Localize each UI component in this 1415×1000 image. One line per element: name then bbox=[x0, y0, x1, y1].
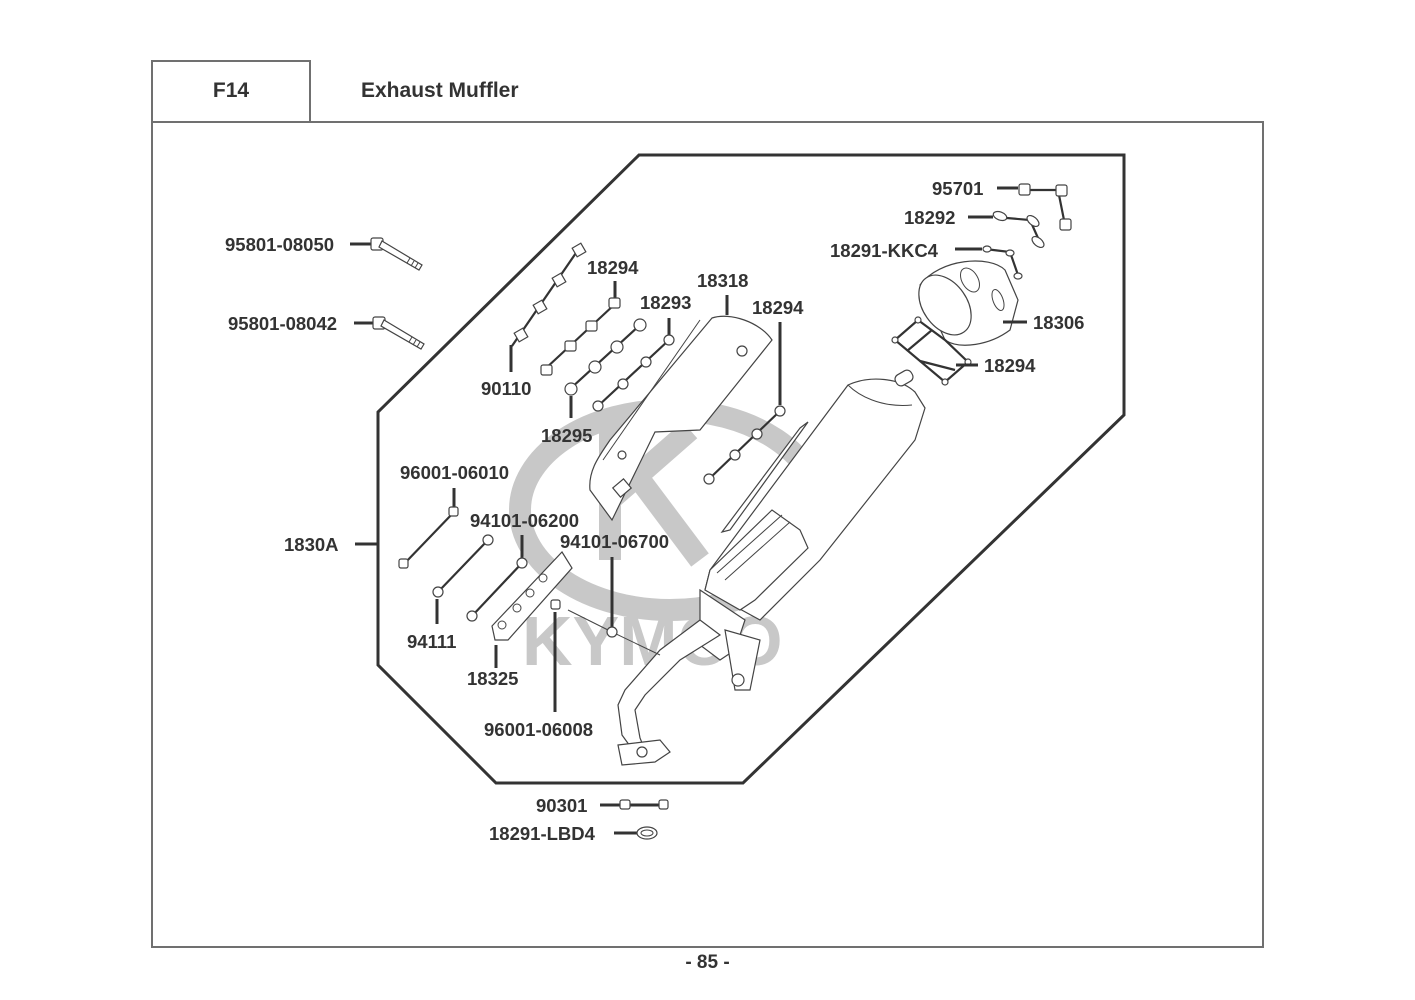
washer-icon bbox=[432, 534, 494, 598]
bolt-icon bbox=[550, 599, 561, 610]
part-label: 18293 bbox=[640, 292, 691, 313]
part-label: 18294 bbox=[752, 297, 804, 318]
part-label: 18292 bbox=[904, 207, 955, 228]
callout-90110[interactable]: 90110 bbox=[481, 242, 587, 399]
heat-guard-bracket-icon bbox=[491, 551, 573, 641]
part-label: 18295 bbox=[541, 425, 592, 446]
bolt-icon bbox=[1018, 183, 1072, 231]
stud-icon bbox=[513, 242, 587, 343]
chain-line bbox=[471, 562, 523, 617]
part-label: 18325 bbox=[467, 668, 518, 689]
section-code: F14 bbox=[212, 79, 250, 102]
chain-line bbox=[437, 539, 489, 593]
section-code-box bbox=[151, 60, 311, 123]
chain-line bbox=[403, 511, 455, 565]
callout-95801-08050[interactable]: 95801-08050 bbox=[225, 234, 423, 271]
exhaust-pipe-icon bbox=[617, 619, 722, 766]
heat-shield-icon bbox=[589, 315, 773, 522]
flange-bolt-icon bbox=[370, 237, 423, 271]
part-label: 95701 bbox=[932, 178, 983, 199]
chain-line bbox=[569, 324, 641, 390]
callout-18291-kkc4[interactable]: 18291-KKC4 bbox=[830, 240, 1023, 280]
callout-94101-06200[interactable]: 94101-06200 bbox=[466, 510, 579, 622]
part-label: 96001-06010 bbox=[400, 462, 509, 483]
callout-18294-nuts[interactable]: 18294 bbox=[540, 257, 639, 376]
collar-icon bbox=[564, 318, 647, 396]
part-label: 18291-LBD4 bbox=[489, 823, 596, 844]
part-label: 94101-06200 bbox=[470, 510, 579, 531]
diagram-frame bbox=[151, 121, 1264, 948]
part-label: 18294 bbox=[984, 355, 1036, 376]
callout-96001-06010[interactable]: 96001-06010 bbox=[398, 462, 509, 569]
callout-18294-gasket[interactable]: 18294 bbox=[891, 316, 1036, 386]
callout-18293[interactable]: 18293 bbox=[592, 292, 691, 412]
screw-icon bbox=[619, 799, 669, 810]
callout-94101-06700[interactable]: 94101-06700 bbox=[560, 531, 669, 656]
part-label: 18306 bbox=[1033, 312, 1084, 333]
washer-icon bbox=[703, 405, 786, 485]
section-title: Exhaust Muffler bbox=[361, 79, 519, 102]
part-label: 18291-KKC4 bbox=[830, 240, 939, 261]
callout-96001-06008[interactable]: 96001-06008 bbox=[484, 599, 593, 740]
callout-18306[interactable]: 18306 bbox=[908, 260, 1084, 346]
callout-90301[interactable]: 90301 bbox=[536, 795, 669, 816]
page-number: - 85 - bbox=[685, 952, 730, 973]
gasket-ring-icon bbox=[636, 826, 658, 840]
part-label: 94111 bbox=[407, 631, 456, 652]
part-label: 96001-06008 bbox=[484, 719, 593, 740]
part-label: 95801-08042 bbox=[228, 313, 337, 334]
nut-icon bbox=[540, 297, 621, 376]
part-label: 1830A bbox=[284, 534, 339, 555]
callout-95801-08042[interactable]: 95801-08042 bbox=[228, 313, 425, 350]
part-label: 18318 bbox=[697, 270, 748, 291]
callout-94111[interactable]: 94111 bbox=[407, 534, 494, 652]
assembly-1830a-boundary bbox=[376, 153, 1126, 785]
callout-18291-lbd4[interactable]: 18291-LBD4 bbox=[489, 823, 658, 844]
callout-18292[interactable]: 18292 bbox=[904, 207, 1046, 250]
chain-line bbox=[543, 303, 616, 371]
callout-18318[interactable]: 18318 bbox=[589, 270, 773, 522]
gasket-ring-inner bbox=[640, 829, 654, 837]
gasket-ring-icon bbox=[982, 245, 1023, 280]
callout-assembly-1830a[interactable]: 1830A bbox=[284, 534, 378, 555]
part-label: 95801-08050 bbox=[225, 234, 334, 255]
washer-icon bbox=[466, 557, 528, 622]
bolt-icon bbox=[398, 506, 459, 569]
muffler-body-icon bbox=[699, 369, 926, 691]
callout-18294-washers[interactable]: 18294 bbox=[703, 297, 804, 485]
part-label: 90301 bbox=[536, 795, 587, 816]
part-label: 90110 bbox=[481, 378, 531, 399]
washer-icon bbox=[592, 334, 675, 412]
chain-line bbox=[597, 339, 670, 407]
flange-bolt-icon bbox=[372, 316, 425, 350]
washer-plate-icon bbox=[992, 210, 1045, 249]
chain-line bbox=[708, 410, 781, 480]
callout-95701[interactable]: 95701 bbox=[932, 178, 1072, 231]
washer-icon bbox=[606, 626, 618, 638]
muffler-end-cap-icon bbox=[918, 260, 1019, 346]
callout-18295[interactable]: 18295 bbox=[541, 318, 647, 446]
part-label: 94101-06700 bbox=[560, 531, 669, 552]
part-label: 18294 bbox=[587, 257, 639, 278]
callout-18325[interactable]: 18325 bbox=[467, 551, 573, 689]
